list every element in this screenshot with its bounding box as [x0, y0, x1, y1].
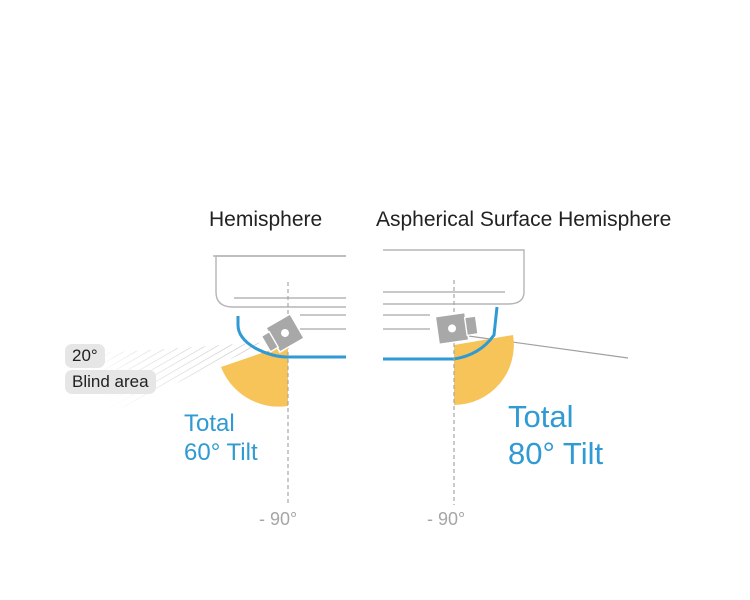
camera-module-icon — [434, 311, 479, 346]
right-angle-label: - 90° — [427, 509, 466, 529]
right-title: Aspherical Surface Hemisphere — [376, 208, 672, 231]
left-title: Hemisphere — [209, 208, 323, 231]
left-housing — [213, 255, 346, 330]
right-view-line — [453, 333, 629, 359]
blind-angle-badge: 20° — [65, 344, 105, 368]
left-tilt-sector — [221, 344, 288, 407]
right-tilt-line1: Total — [508, 399, 574, 434]
left-dome-outline — [236, 316, 346, 359]
right-tilt-sector — [454, 335, 514, 405]
right-tilt-line2: 80° Tilt — [508, 436, 604, 472]
right-housing — [383, 249, 525, 330]
left-angle-label: - 90° — [259, 509, 298, 529]
left-tilt-label: Total 60° Tilt — [184, 410, 258, 468]
right-tilt-label: Total 80° Tilt — [508, 398, 603, 472]
left-tilt-line1: Total — [184, 410, 235, 437]
blind-area-hatch — [92, 342, 268, 412]
blind-area-badge: Blind area — [65, 370, 156, 394]
camera-module-icon — [260, 312, 306, 354]
left-tilt-line2: 60° Tilt — [184, 438, 258, 466]
